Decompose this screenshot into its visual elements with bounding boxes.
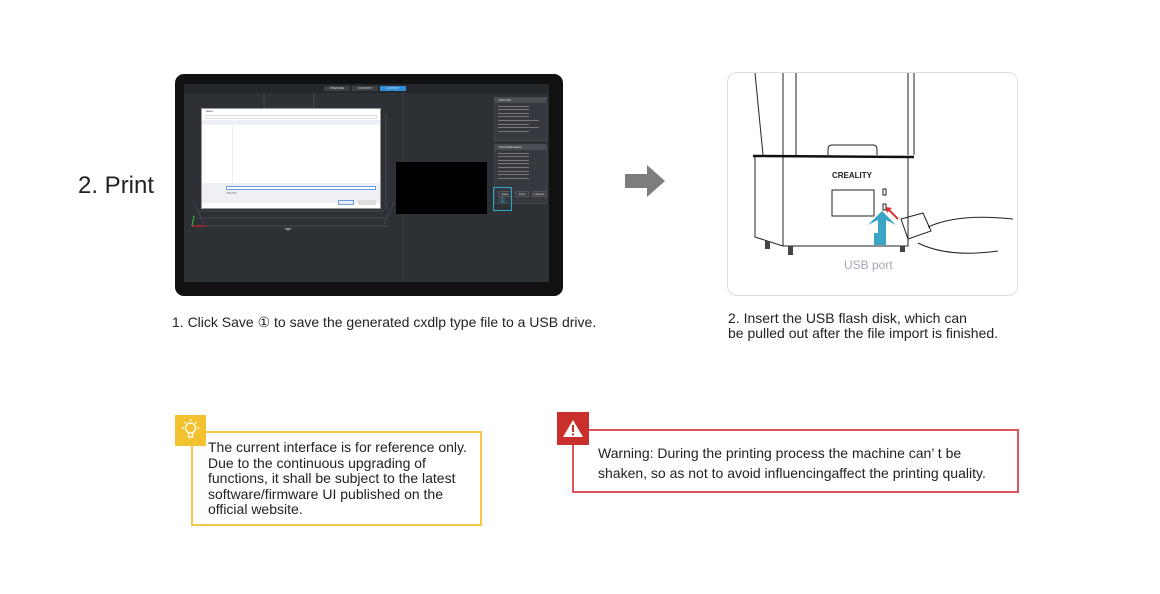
right-arrow-icon <box>625 165 665 197</box>
section-title: 2. Print <box>78 172 155 199</box>
print-info-title: Print Info <box>495 98 546 103</box>
warning-text: Warning: During the printing process the… <box>598 445 986 481</box>
warning-note-box <box>572 429 1019 493</box>
upload-button[interactable]: Upload <box>532 191 546 197</box>
save-highlight: ① <box>493 187 512 211</box>
dialog-file-list[interactable] <box>232 125 380 183</box>
filename-input[interactable] <box>226 186 376 190</box>
dialog-address-bar[interactable] <box>205 115 377 119</box>
step1-caption: 1. Click Save ① to save the generated cx… <box>172 314 597 330</box>
brand-logo: CREALITY <box>832 171 873 180</box>
tip-text: The current interface is for reference o… <box>208 439 467 518</box>
slice-preview <box>396 162 487 214</box>
software-screenshot-monitor: PREPARE SUPPORT EXPORT Save This PC Prin… <box>175 74 563 296</box>
dialog-folder[interactable]: This PC <box>226 191 237 195</box>
save-dialog[interactable]: Save This PC <box>201 108 381 209</box>
software-screen: PREPARE SUPPORT EXPORT Save This PC Prin… <box>184 84 549 282</box>
tab-prepare[interactable]: PREPARE <box>324 86 350 91</box>
step2-caption-line2: be pulled out after the file import is f… <box>728 325 999 341</box>
printer-drawing: CREALITY USB port <box>752 73 1014 272</box>
lightbulb-icon <box>175 415 206 446</box>
warning-icon <box>557 412 589 445</box>
usb-port-label: USB port <box>844 258 893 272</box>
dialog-footer: This PC <box>202 183 380 203</box>
printer-usb-illustration: CREALITY USB port <box>727 72 1018 296</box>
tip-note-box <box>191 431 482 526</box>
save-marker: ① <box>498 196 507 205</box>
tab-support[interactable]: SUPPORT <box>352 86 378 91</box>
print-parameters-title: Print Parameters <box>495 145 546 150</box>
print-info-panel: Print Info <box>494 97 547 141</box>
dialog-cancel-button[interactable] <box>358 200 376 205</box>
print-button[interactable]: Print <box>515 191 529 197</box>
tab-export[interactable]: EXPORT <box>380 86 406 91</box>
print-parameters-panel: Print Parameters Save Print Upload <box>494 144 547 204</box>
dialog-title: Save <box>202 109 380 114</box>
dialog-toolbar <box>202 120 380 125</box>
dialog-save-button[interactable] <box>338 200 354 205</box>
step2-caption-line1: 2. Insert the USB flash disk, which can <box>728 310 967 326</box>
